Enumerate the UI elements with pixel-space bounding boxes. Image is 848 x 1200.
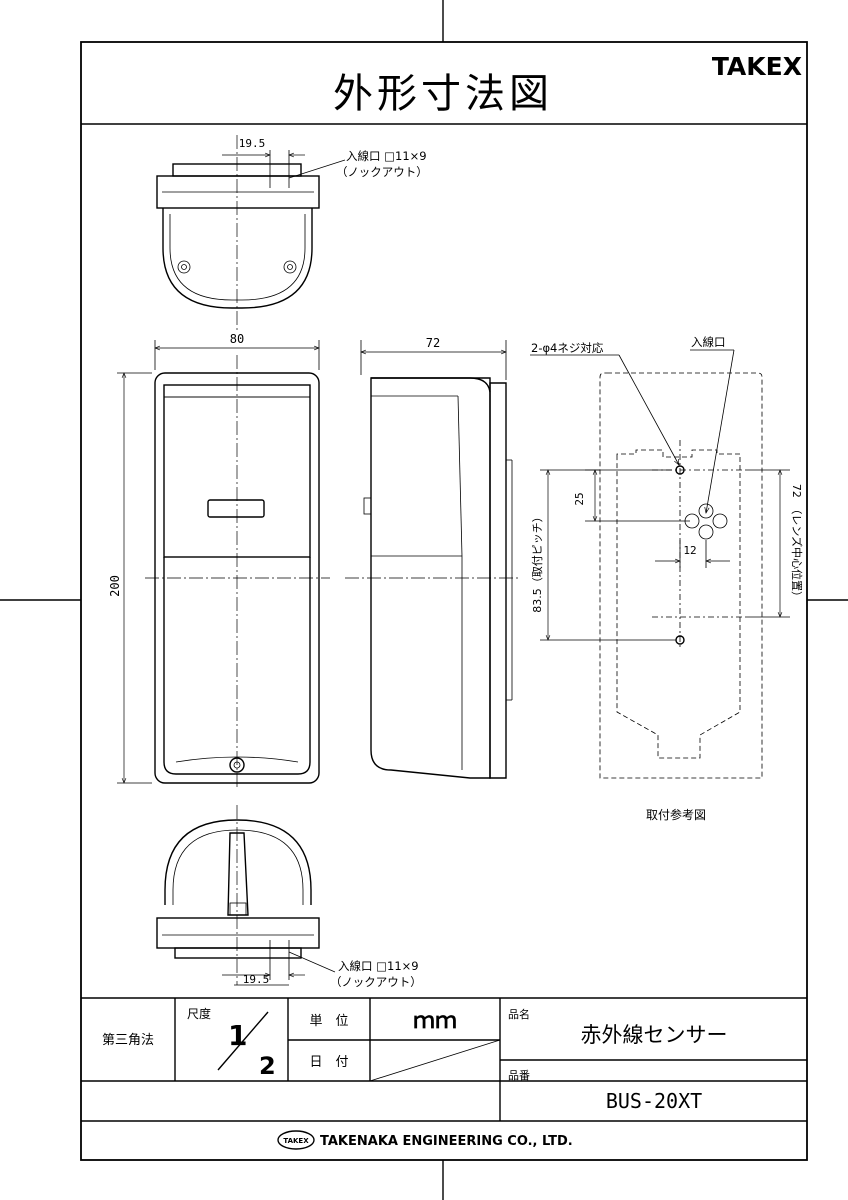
- part-label: 品番: [508, 1069, 530, 1082]
- name-label: 品名: [508, 1007, 530, 1021]
- drawing-title: 外形寸法図: [333, 71, 553, 117]
- top-port-sublabel: （ノックアウト）: [336, 165, 428, 179]
- bottom-view: 19.5 入線口 □11×9 （ノックアウト）: [156, 805, 422, 989]
- mounting-reference: 2-φ4ネジ対応 入線口 25 12 83.5（取付ピッチ） 72 （レンズ中心…: [530, 335, 804, 822]
- dim-lens: 72 （レンズ中心位置）: [790, 484, 804, 602]
- bottom-port-label: 入線口 □11×9: [338, 959, 419, 973]
- bottom-port-sublabel: （ノックアウト）: [330, 975, 422, 989]
- date-label: 日 付: [309, 1055, 348, 1070]
- part-number: BUS-20XT: [606, 1089, 702, 1113]
- drawing-frame: [80, 41, 808, 1161]
- scale-numerator: 1: [228, 1019, 247, 1052]
- screw-label: 2-φ4ネジ対応: [531, 341, 604, 355]
- title-block: 第三角法 尺度 1 2 単 位 ｍｍ 日 付 品名 赤外線センサー 品番 BUS…: [81, 997, 807, 1150]
- top-view: 19.5 入線口 □11×9 （ノックアウト）: [156, 135, 428, 330]
- scale-label: 尺度: [187, 1006, 211, 1021]
- side-dim-depth: 72: [426, 336, 440, 350]
- inlet-label: 入線口: [691, 335, 726, 349]
- mount-caption: 取付参考図: [646, 807, 706, 822]
- projection-label: 第三角法: [102, 1033, 154, 1048]
- top-dim-width: 19.5: [239, 137, 266, 150]
- unit-label: 単 位: [309, 1013, 348, 1029]
- company-logo: TAKEX: [283, 1137, 309, 1145]
- brand-logo: TAKEX: [712, 52, 802, 81]
- dim-25: 25: [573, 492, 586, 505]
- unit-value: ｍｍ: [413, 1009, 457, 1034]
- dim-pitch: 83.5（取付ピッチ）: [531, 511, 544, 613]
- front-dim-width: 80: [230, 332, 244, 346]
- dim-12: 12: [683, 544, 696, 557]
- bottom-dim-width: 19.5: [243, 973, 270, 986]
- scale-denominator: 2: [259, 1052, 276, 1080]
- product-name: 赤外線センサー: [581, 1023, 728, 1047]
- front-dim-height: 200: [108, 575, 122, 597]
- company-name: TAKENAKA ENGINEERING CO., LTD.: [320, 1134, 573, 1149]
- side-view: 72: [345, 336, 520, 779]
- front-view: 80 200: [108, 332, 330, 790]
- top-port-label: 入線口 □11×9: [346, 149, 427, 163]
